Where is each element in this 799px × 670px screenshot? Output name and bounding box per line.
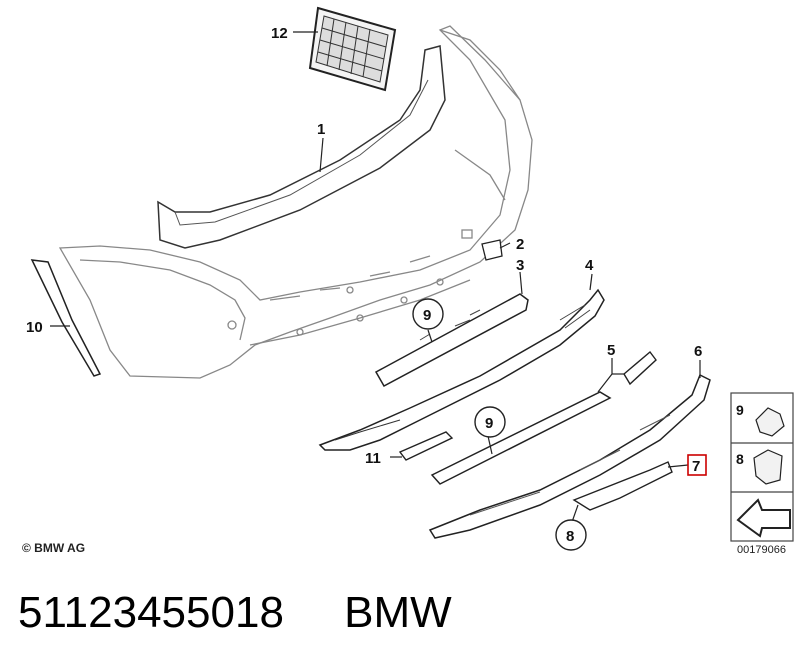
caption: 51123455018 BMW <box>18 583 788 643</box>
label-6: 6 <box>694 343 702 360</box>
part-number: 51123455018 <box>18 588 284 637</box>
label-7: 7 <box>692 458 700 475</box>
label-11: 11 <box>365 450 381 467</box>
part-11-reflector <box>398 431 454 461</box>
copyright-text: © BMW AG <box>22 541 85 555</box>
part-12-vent-grille <box>308 6 397 92</box>
part-6-diffuser <box>428 373 711 539</box>
part-2-clip <box>481 239 503 261</box>
label-5: 5 <box>607 342 615 359</box>
direction-arrow-icon <box>736 498 791 538</box>
part-10-side-strip <box>30 259 102 377</box>
part-7-cover <box>572 461 673 511</box>
legend-label-9: 9 <box>736 402 744 418</box>
svg-text:9: 9 <box>485 415 493 432</box>
label-12: 12 <box>271 25 288 42</box>
label-4: 4 <box>585 257 594 274</box>
circled-label-8: 8 <box>555 519 587 551</box>
label-1: 1 <box>317 121 325 138</box>
svg-text:9: 9 <box>423 307 431 324</box>
legend-label-8: 8 <box>736 451 744 467</box>
rear-bumper-outline <box>58 25 533 379</box>
parts-diagram: 12 1 2 3 4 10 5 6 11 7 9 9 8 9 8 © BMW A… <box>22 6 794 556</box>
label-7-highlight: 7 <box>687 454 707 476</box>
part-3-bracket <box>374 293 529 388</box>
bracket-icon <box>753 449 783 485</box>
circled-label-9-bottom: 9 <box>474 406 506 438</box>
label-2: 2 <box>516 236 524 253</box>
circled-label-9-top: 9 <box>412 298 444 330</box>
diagram-id: 00179066 <box>737 544 786 556</box>
part-4-lower-trim <box>318 288 605 451</box>
leader-lines <box>50 31 701 523</box>
part-5-strip <box>430 350 657 485</box>
part-1-trim-strip <box>157 45 446 249</box>
legend-panel: 9 8 <box>730 392 794 542</box>
label-3: 3 <box>516 257 524 274</box>
brand-name: BMW <box>344 588 452 637</box>
svg-text:8: 8 <box>566 528 574 545</box>
label-10: 10 <box>26 319 43 336</box>
clip-icon <box>755 407 785 437</box>
